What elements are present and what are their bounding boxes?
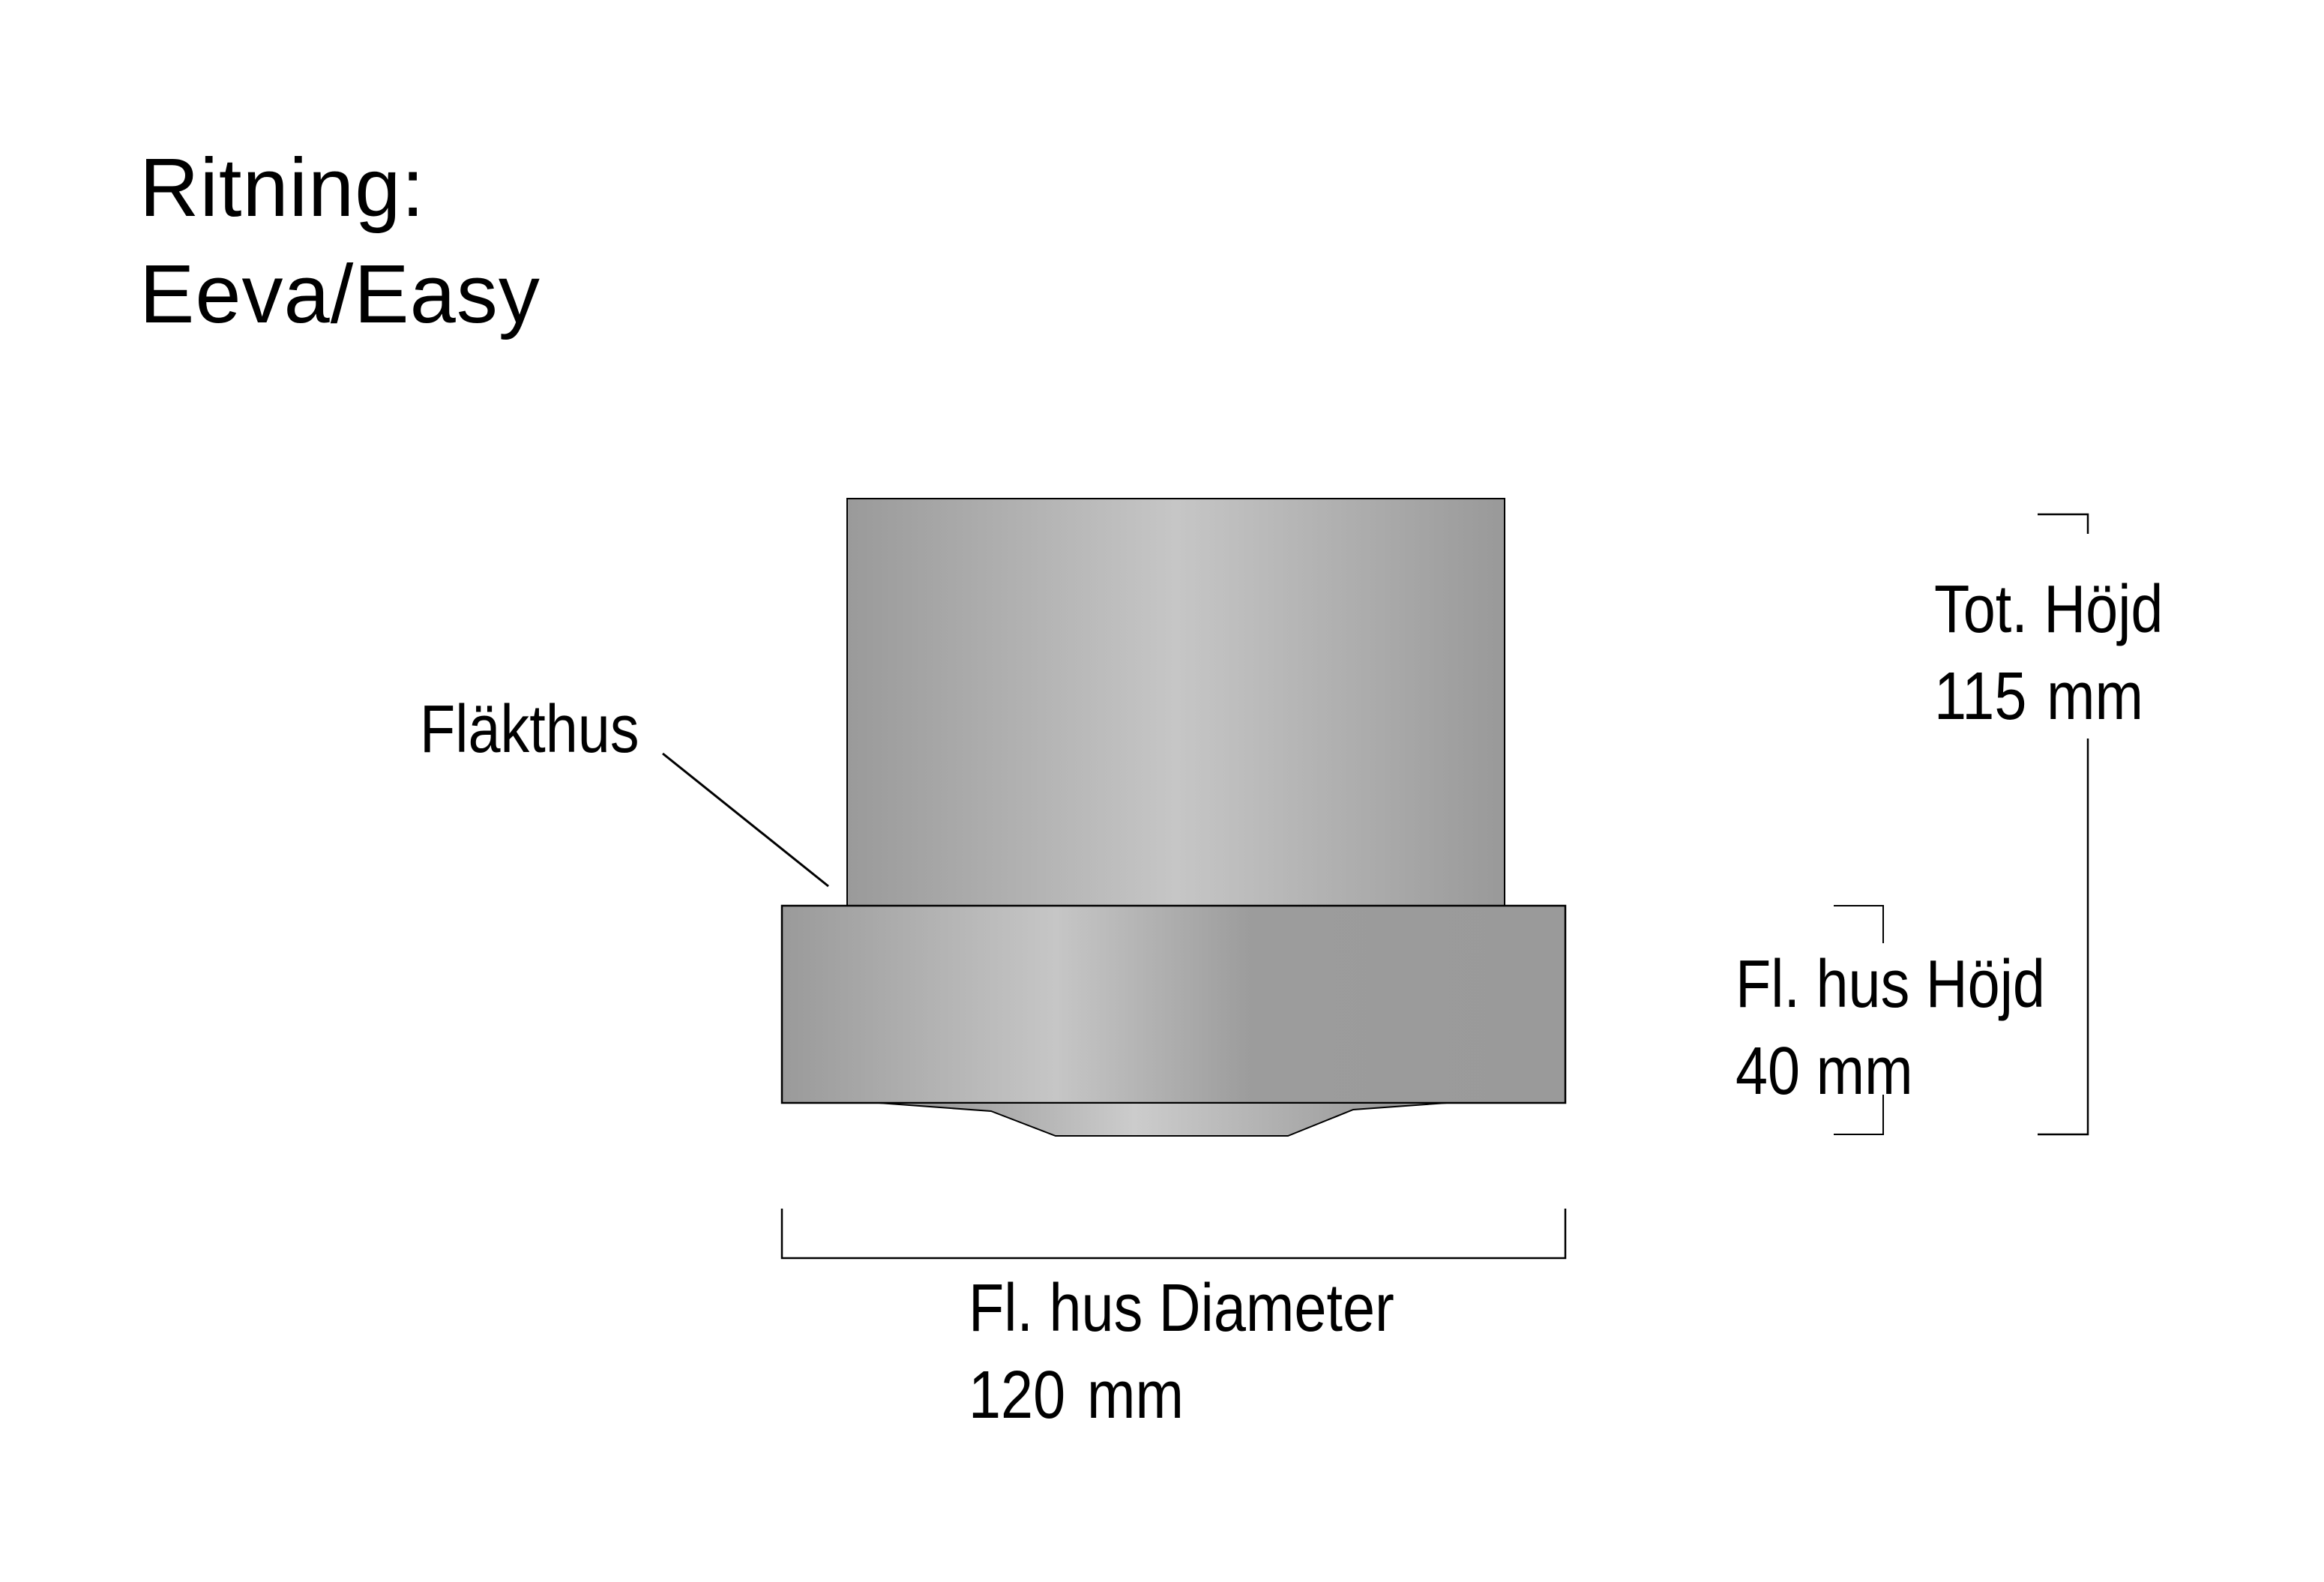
callout-label: Fläkthus: [420, 692, 639, 767]
bottom-nozzle: [878, 1102, 1448, 1137]
diameter-unit: mm: [1087, 1358, 1184, 1433]
callout-leader-line: [662, 752, 829, 888]
total-height-bracket-lower: [2038, 739, 2089, 1136]
fan-housing: [780, 904, 1567, 1104]
housing-height-bracket-lower: [1834, 1095, 1884, 1135]
drawing-title-line1: Ritning:: [139, 142, 425, 234]
housing-height-label: Fl. hus Höjd: [1736, 947, 2045, 1022]
diameter-label: Fl. hus Diameter: [969, 1271, 1394, 1346]
total-height-unit: mm: [2047, 659, 2143, 734]
total-height-label: Tot. Höjd: [1934, 572, 2164, 647]
upper-cylinder: [846, 498, 1505, 908]
total-height-bracket: [2038, 513, 2089, 534]
drawing-title-line2: Eeva/Easy: [139, 248, 541, 340]
total-height-value: 115: [1934, 659, 2027, 734]
diameter-bracket: [780, 1209, 1567, 1260]
housing-height-value: 40 mm: [1736, 1034, 1913, 1109]
housing-height-bracket: [1834, 905, 1884, 943]
diameter-value: 120: [969, 1358, 1066, 1433]
